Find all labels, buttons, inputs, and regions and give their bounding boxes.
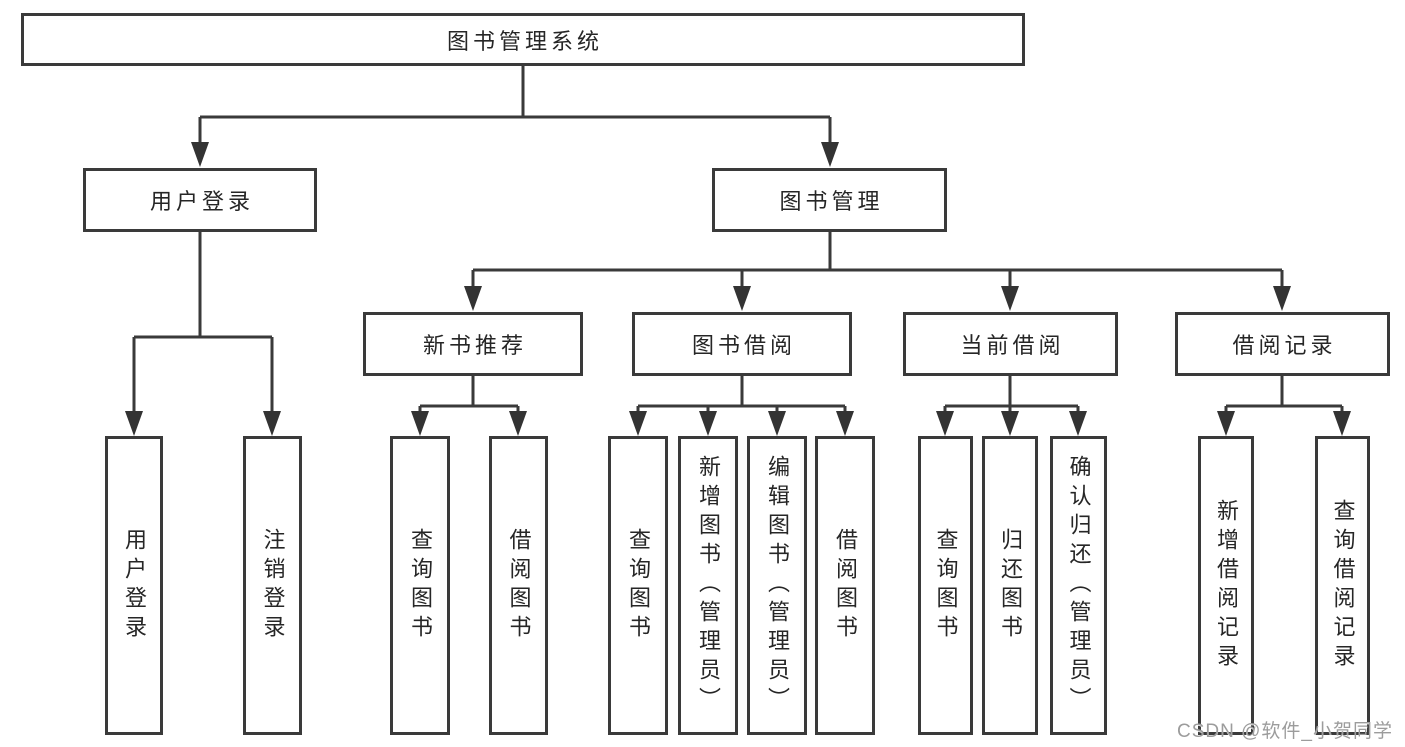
node-leaf-user-login: 用户登录 [105,436,163,735]
node-leaf-borrow-book-a-label: 借阅图书 [506,527,532,644]
node-leaf-query-book-a-label: 查询图书 [408,527,433,644]
node-current-borrow: 当前借阅 [903,312,1118,376]
node-leaf-query-book-b: 查询图书 [608,436,668,735]
node-leaf-logout-label: 注销登录 [260,527,286,644]
node-leaf-user-login-label: 用户登录 [122,527,147,644]
node-leaf-edit-book: 编辑图书（管理员） [747,436,807,735]
node-book-mgmt-label: 图书管理 [779,189,884,214]
watermark: CSDN @软件_小贺同学 [1177,721,1393,742]
arrowheads [125,142,1351,436]
node-leaf-confirm-return: 确认归还（管理员） [1050,436,1107,735]
node-leaf-confirm-return-label: 确认归还（管理员） [1066,455,1092,716]
node-leaf-add-record-label: 新增借阅记录 [1214,498,1239,673]
node-leaf-query-book-b-label: 查询图书 [626,527,651,644]
node-leaf-logout: 注销登录 [243,436,302,735]
node-current-borrow-label: 当前借阅 [960,333,1065,358]
node-new-book-rec-label: 新书推荐 [422,333,527,358]
node-user-login: 用户登录 [83,168,317,232]
node-borrow-record: 借阅记录 [1175,312,1390,376]
node-borrow-record-label: 借阅记录 [1232,333,1337,358]
node-leaf-borrow-book-b-label: 借阅图书 [833,527,858,644]
node-new-book-rec: 新书推荐 [363,312,583,376]
node-user-login-label: 用户登录 [149,189,254,214]
node-leaf-query-record: 查询借阅记录 [1315,436,1370,735]
node-leaf-borrow-book-b: 借阅图书 [815,436,875,735]
node-leaf-return-book: 归还图书 [982,436,1038,735]
node-leaf-query-book-c-label: 查询图书 [933,527,959,644]
node-leaf-add-book: 新增图书（管理员） [678,436,738,735]
tree-lines [132,66,1344,415]
node-leaf-return-book-label: 归还图书 [998,527,1023,644]
node-root: 图书管理系统 [21,13,1025,66]
node-book-borrow-label: 图书借阅 [691,333,796,358]
node-book-mgmt: 图书管理 [712,168,947,232]
node-book-borrow: 图书借阅 [632,312,852,376]
node-leaf-query-record-label: 查询借阅记录 [1330,498,1356,673]
node-leaf-add-record: 新增借阅记录 [1198,436,1254,735]
node-root-label: 图书管理系统 [446,28,603,54]
node-leaf-add-book-label: 新增图书（管理员） [696,455,721,716]
node-leaf-edit-book-label: 编辑图书（管理员） [765,455,790,716]
node-leaf-query-book-a: 查询图书 [390,436,450,735]
node-leaf-query-book-c: 查询图书 [918,436,973,735]
node-leaf-borrow-book-a: 借阅图书 [489,436,548,735]
